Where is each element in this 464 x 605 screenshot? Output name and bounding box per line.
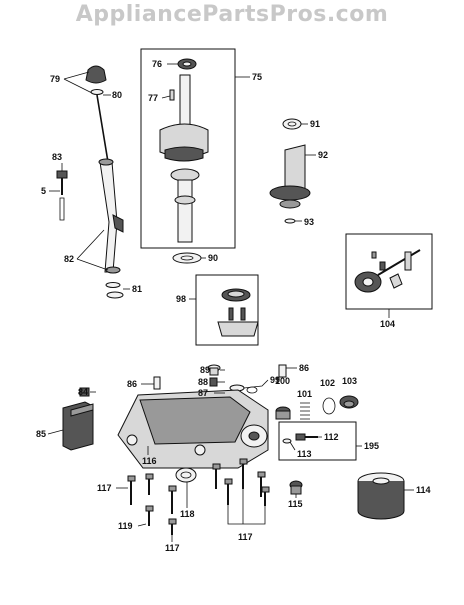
label-103: 103 xyxy=(342,376,357,386)
drain-plug-parts xyxy=(282,433,318,444)
label-90: 90 xyxy=(208,253,218,263)
label-83: 83 xyxy=(52,152,62,162)
label-102: 102 xyxy=(320,378,335,388)
crankcase xyxy=(117,389,269,469)
label-100: 100 xyxy=(275,376,290,386)
label-81: 81 xyxy=(132,284,142,294)
label-115: 115 xyxy=(288,499,303,509)
governor-assembly xyxy=(354,249,421,293)
washer-90 xyxy=(172,252,202,264)
label-101: 101 xyxy=(297,389,312,399)
bolts xyxy=(127,458,270,535)
governor-kit-box xyxy=(345,233,433,310)
label-116: 116 xyxy=(142,456,157,466)
oil-sensor xyxy=(62,387,94,451)
label-98: 98 xyxy=(176,294,186,304)
watermark: AppliancePartsPros.com xyxy=(75,2,389,27)
label-114: 114 xyxy=(416,485,431,495)
label-92: 92 xyxy=(318,150,328,160)
label-84: 84 xyxy=(78,387,88,397)
label-75: 75 xyxy=(252,72,262,82)
label-99: 99 xyxy=(270,375,280,385)
part-labels: 79 80 76 77 75 83 5 82 81 90 91 92 93 10… xyxy=(36,59,431,553)
label-119: 119 xyxy=(118,521,133,531)
label-117-left: 117 xyxy=(97,483,112,493)
small-parts xyxy=(153,364,287,398)
label-88: 88 xyxy=(198,377,208,387)
label-93: 93 xyxy=(304,217,314,227)
label-117-right: 117 xyxy=(238,532,253,542)
crankshaft xyxy=(159,58,209,243)
label-5: 5 xyxy=(41,186,46,196)
label-87: 87 xyxy=(198,388,208,398)
drain-plug-kit-box xyxy=(278,421,357,461)
label-113: 113 xyxy=(297,449,312,459)
label-91: 91 xyxy=(310,119,320,129)
oil-pump xyxy=(217,288,259,337)
label-82: 82 xyxy=(64,254,74,264)
oil-pump-kit-box xyxy=(195,274,259,346)
label-104: 104 xyxy=(380,319,395,329)
label-195: 195 xyxy=(364,441,379,451)
label-112: 112 xyxy=(324,432,339,442)
label-86-right: 86 xyxy=(299,363,309,373)
label-77: 77 xyxy=(148,93,158,103)
label-80: 80 xyxy=(112,90,122,100)
leader-lines xyxy=(47,63,414,542)
dipstick-assembly xyxy=(56,65,124,299)
label-117-bottom: 117 xyxy=(165,543,180,553)
camshaft xyxy=(269,118,311,224)
label-118: 118 xyxy=(180,509,195,519)
label-85: 85 xyxy=(36,429,46,439)
label-86-left: 86 xyxy=(127,379,137,389)
oil-seal xyxy=(175,467,197,483)
crankshaft-kit-box xyxy=(140,48,236,249)
label-79: 79 xyxy=(50,74,60,84)
relief-valve-parts xyxy=(275,395,359,420)
label-76: 76 xyxy=(152,59,162,69)
label-89: 89 xyxy=(200,365,210,375)
oil-filter xyxy=(357,472,405,520)
